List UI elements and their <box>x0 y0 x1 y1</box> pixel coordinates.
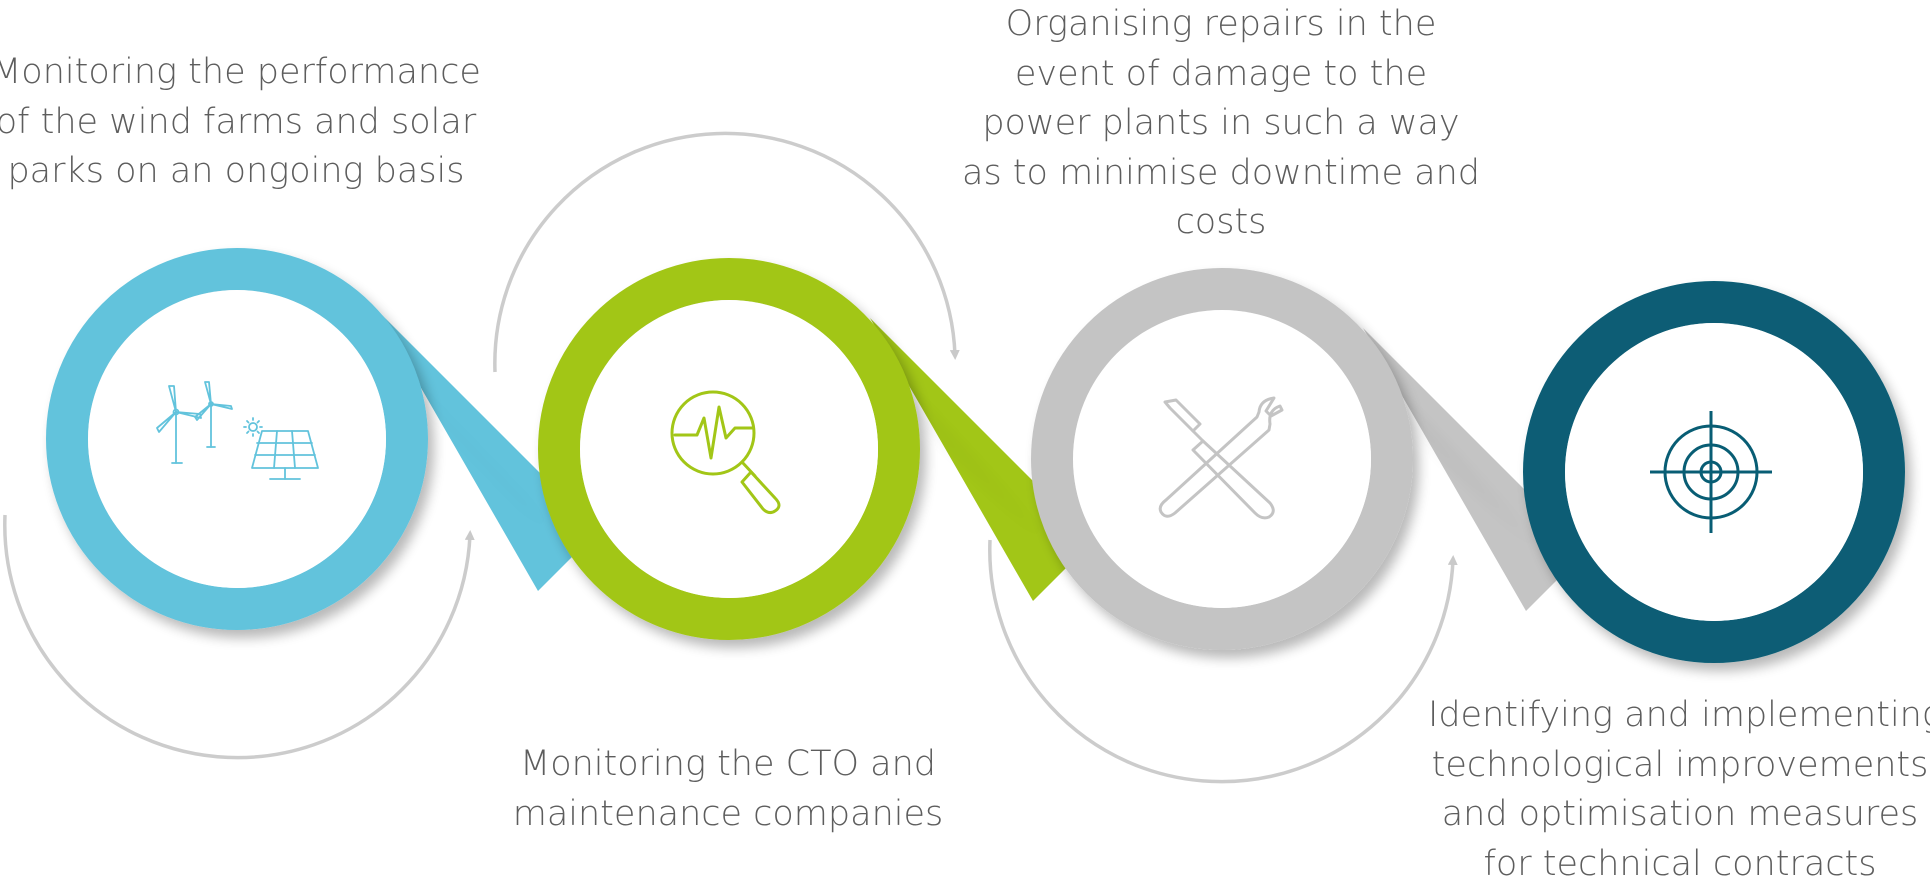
step-1 <box>67 269 598 609</box>
caption-line: maintenance companies <box>468 790 988 840</box>
caption-line: technological improvements <box>1428 741 1930 791</box>
caption-line: parks on an ongoing basis <box>0 147 496 197</box>
caption-line: of the wind farms and solar <box>0 98 496 148</box>
caption-line: power plants in such a way <box>961 99 1481 149</box>
step-3-caption: Organising repairs in the event of damag… <box>961 0 1481 248</box>
caption-line: and optimisation measures <box>1428 790 1930 840</box>
step-3 <box>1052 289 1586 629</box>
caption-line: Monitoring the CTO and <box>468 740 988 790</box>
caption-line: Monitoring the performance <box>0 48 496 98</box>
caption-line: Organising repairs in the <box>961 0 1481 50</box>
caption-line: Identifying and implementing <box>1428 691 1930 741</box>
caption-line: event of damage to the <box>961 50 1481 100</box>
caption-line: for technical contracts <box>1428 840 1930 889</box>
step-1-caption: Monitoring the performance of the wind f… <box>0 48 496 197</box>
caption-line: as to minimise downtime and <box>961 149 1481 199</box>
ring-1-inner <box>88 290 386 588</box>
step-4-caption: Identifying and implementing technologic… <box>1428 691 1930 889</box>
step-2 <box>559 279 1093 619</box>
ring-2-inner <box>580 300 878 598</box>
caption-line: costs <box>961 198 1481 248</box>
step-2-caption: Monitoring the CTO and maintenance compa… <box>468 740 988 839</box>
